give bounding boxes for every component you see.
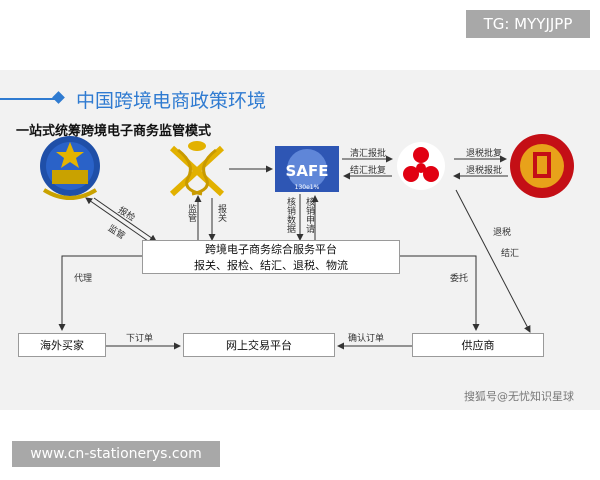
edge-label-queren-dingdan: 确认订单 bbox=[348, 334, 385, 344]
safe-logo-icon: SAFE 130e1% bbox=[275, 146, 339, 192]
edge-label-tuishui: 退税 bbox=[493, 228, 512, 238]
platform-title: 跨境电子商务综合服务平台 bbox=[205, 243, 337, 256]
customs-emblem-icon bbox=[40, 136, 100, 200]
edge-label-hexiao-apply: 核销申请 bbox=[304, 197, 314, 233]
slide-title: 中国跨境电商政策环境 bbox=[76, 90, 267, 112]
safe-logo-subtext: 130e1% bbox=[295, 184, 320, 191]
pboc-logo-icon bbox=[397, 142, 445, 190]
edge-label-tuishui-pifu: 退税批复 bbox=[466, 149, 503, 159]
edge-label-qinghui: 清汇报批 bbox=[350, 149, 387, 159]
edge-label-jiehui-pifu: 结汇批复 bbox=[350, 166, 387, 176]
edge-label-weituo: 委托 bbox=[450, 274, 469, 284]
slide-subtitle: 一站式统筹跨境电子商务监管模式 bbox=[16, 124, 212, 139]
overseas-buyer-box: 海外买家 bbox=[18, 333, 106, 357]
edge-label-daili: 代理 bbox=[74, 274, 93, 284]
caduceus-icon bbox=[169, 141, 225, 197]
edge-label-tuishui-baopi: 退税报批 bbox=[466, 166, 503, 176]
edge-label-jiehui: 结汇 bbox=[501, 249, 520, 259]
edge-label-jianguan-2: 监管 bbox=[186, 204, 196, 222]
supplier-box: 供应商 bbox=[412, 333, 544, 357]
tg-label: TG: MYYJJPP bbox=[466, 10, 590, 38]
edge-label-hexiao-data: 核销数据 bbox=[285, 197, 295, 233]
edge-label-baoguan: 报关 bbox=[216, 204, 226, 222]
platform-box: 跨境电子商务综合服务平台 报关、报检、结汇、退税、物流 bbox=[142, 240, 400, 274]
title-line bbox=[0, 98, 56, 100]
edge-label-xia-dingdan: 下订单 bbox=[126, 334, 154, 344]
safe-logo-text: SAFE bbox=[286, 162, 329, 180]
watermark-text: 搜狐号@无忧知识星球 bbox=[464, 390, 574, 403]
trade-platform-box: 网上交易平台 bbox=[183, 333, 335, 357]
site-url: www.cn-stationerys.com bbox=[12, 441, 220, 467]
tax-emblem-icon bbox=[510, 134, 574, 198]
platform-services: 报关、报检、结汇、退税、物流 bbox=[194, 259, 348, 272]
